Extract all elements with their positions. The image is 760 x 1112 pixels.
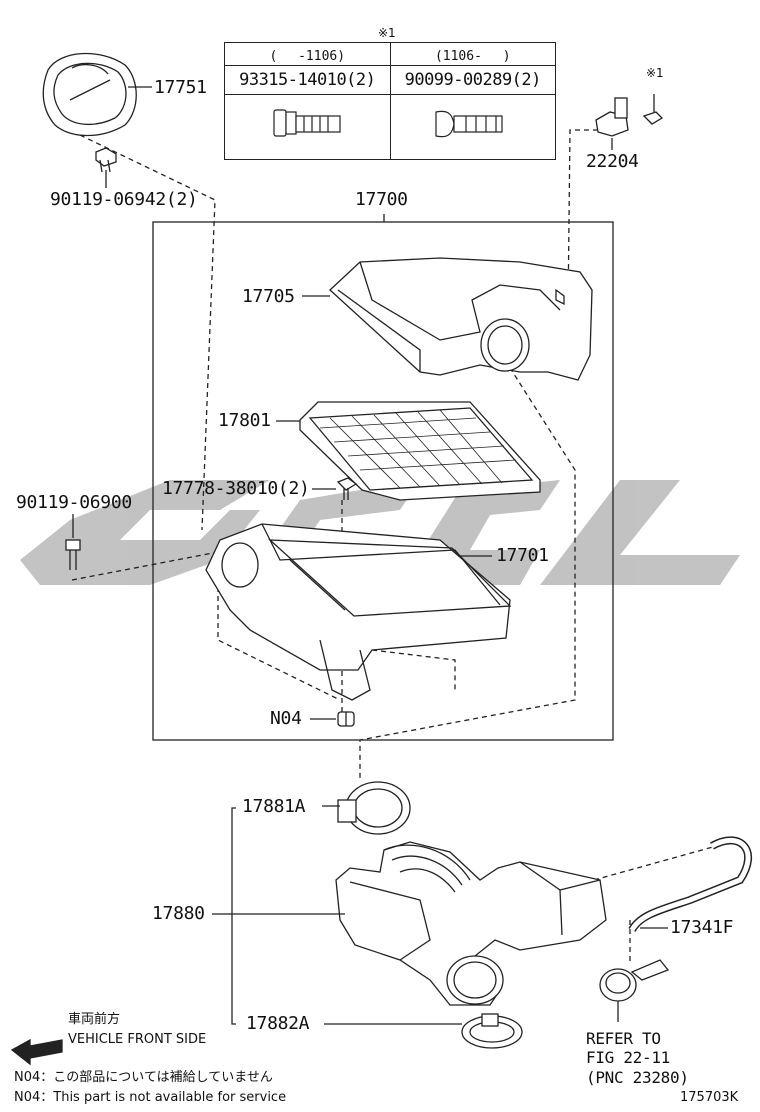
label-17880: 17880 (152, 903, 205, 924)
label-17881A: 17881A (242, 796, 306, 817)
label-17700: 17700 (355, 189, 408, 210)
label-17801: 17801 (218, 410, 271, 431)
label-17751: 17751 (154, 77, 207, 98)
label-N04: N04 (270, 708, 302, 729)
filter-17801 (299, 401, 541, 501)
parts-variant-table: ( -1106) (1106- ) 93315-14010(2) 90099-0… (224, 42, 556, 160)
clamp-17881A (337, 781, 411, 835)
label-22204-mark: ※1 (646, 66, 664, 80)
label-17701: 17701 (496, 545, 549, 566)
col2-header: (1106- ) (389, 42, 556, 66)
label-17778-38010: 17778-38010(2) (162, 478, 310, 499)
col1-part-image (224, 94, 391, 160)
note-en: N04：This part is not available for servi… (14, 1090, 287, 1105)
col2-part-image (389, 94, 556, 160)
table-note-mark: ※1 (378, 26, 396, 40)
duct-17880 (335, 841, 607, 1006)
hose-17341F (628, 836, 753, 933)
label-17705: 17705 (242, 286, 295, 307)
refer-line-1: REFER TO (586, 1029, 661, 1048)
label-90119-06900: 90119-06900 (16, 492, 132, 513)
label-90119-06942: 90119-06942(2) (50, 189, 198, 210)
label-22204: 22204 (586, 151, 639, 172)
sensor-bottom (599, 959, 670, 1002)
col1-part-number: 93315-14010(2) (224, 65, 391, 95)
sensor-22204 (595, 94, 664, 137)
note-jp: N04：この部品については補給していません (14, 1070, 273, 1085)
grommet-N04 (337, 711, 355, 727)
duct-17751 (42, 52, 137, 137)
clamp-17882A (461, 1013, 523, 1049)
col2-part-number: 90099-00289(2) (389, 65, 556, 95)
refer-line-3: (PNC 23280) (586, 1068, 689, 1087)
vehicle-front-arrow (10, 1038, 63, 1066)
front-side-jp: 車両前方 (68, 1012, 121, 1027)
front-side-en: VEHICLE FRONT SIDE (68, 1032, 207, 1047)
label-17882A: 17882A (246, 1013, 310, 1034)
diagram-id: 175703K (680, 1090, 739, 1105)
bolt-90119-06900 (65, 539, 81, 570)
label-17341F: 17341F (670, 917, 734, 938)
assembly-box (152, 221, 614, 741)
bolt-17778 (336, 477, 358, 500)
col1-header: ( -1106) (224, 42, 391, 66)
case-17701 (205, 523, 512, 701)
cover-17705 (329, 257, 593, 381)
refer-line-2: FIG 22-11 (586, 1048, 670, 1067)
